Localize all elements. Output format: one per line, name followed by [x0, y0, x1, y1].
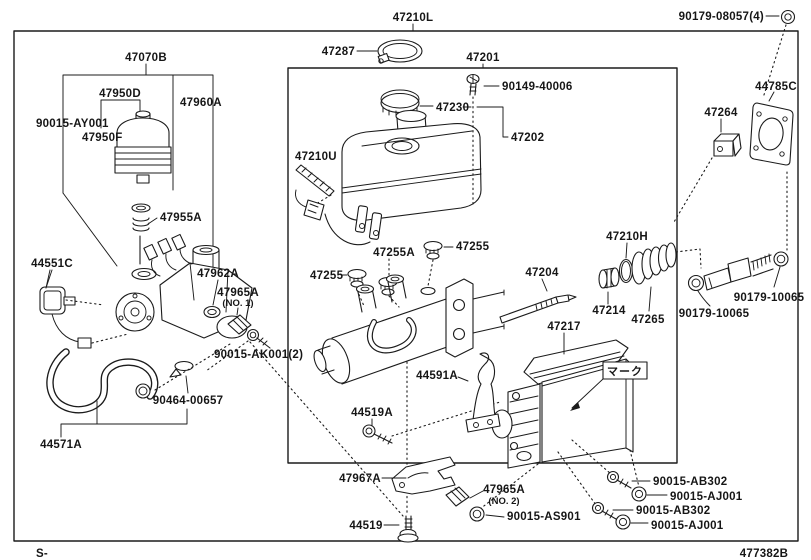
label-44551C: 44551C [31, 258, 73, 270]
mount-bolt-1 [606, 470, 651, 489]
label-47255-right: 47255 [456, 241, 490, 253]
oil-pressure-switch-no2 [445, 486, 484, 507]
oil-pressure-switch-no1 [227, 307, 252, 335]
label-90015-AY001: 90015-AY001 [36, 118, 109, 130]
connector-47264 [673, 118, 742, 223]
seal-47214 [598, 267, 620, 305]
reservoir-leaders [419, 105, 509, 138]
label-90015-AK001: 90015-AK001(2) [214, 349, 303, 361]
label-47965A-no1-sub: (NO. 1) [222, 298, 253, 309]
label-47965A-no2: 47965A [483, 484, 525, 496]
label-47955A: 47955A [160, 212, 202, 224]
gasket-44785C [749, 91, 794, 166]
bolt-44519 [383, 515, 419, 543]
bolt-90015-AK001 [205, 328, 271, 372]
bleeder-screws [340, 240, 454, 308]
bolt-44519A [362, 418, 393, 445]
label-47255-left: 47255 [310, 270, 344, 282]
label-47264: 47264 [704, 107, 738, 119]
nut-90015-AS901 [469, 506, 505, 522]
bracket-47967A [381, 456, 456, 495]
sheet-prefix: S- [36, 548, 48, 560]
mark-callout: マーク [570, 361, 648, 411]
label-47210L: 47210L [393, 12, 434, 24]
hose-44571A [46, 343, 231, 438]
label-44785C: 44785C [755, 81, 797, 93]
label-44571A: 44571A [40, 439, 82, 451]
level-switch-wire [295, 189, 383, 246]
label-47202: 47202 [511, 132, 544, 144]
pump-assembly [115, 233, 253, 339]
label-47230: 47230 [436, 102, 469, 114]
adjuster-rod [687, 171, 789, 307]
label-47965A-no2-sub: (NO. 2) [488, 496, 519, 507]
clamp-90464 [169, 360, 194, 394]
label-90015-AS901: 90015-AS901 [507, 511, 581, 523]
label-90179-10065-left: 90179-10065 [679, 308, 750, 320]
label-47210U: 47210U [295, 151, 337, 163]
label-47210H: 47210H [606, 231, 648, 243]
misc-leaders [45, 23, 500, 289]
label-90015-AB302-2: 90015-AB302 [636, 505, 710, 517]
label-47214: 47214 [592, 305, 626, 317]
figure-code: 477382B [740, 548, 788, 560]
label-44519A: 44519A [351, 407, 393, 419]
label-47070B: 47070B [125, 52, 167, 64]
harness-44551C [39, 269, 129, 349]
label-47201: 47201 [466, 52, 500, 64]
label-47265: 47265 [631, 314, 665, 326]
mark-box-label: マーク [607, 365, 643, 378]
main-inner-box [287, 67, 678, 464]
master-cylinder [313, 274, 505, 385]
label-90179-08057: 90179-08057(4) [679, 11, 764, 23]
label-47967A: 47967A [339, 473, 381, 485]
mount-bolt-2 [591, 501, 634, 520]
tube-47210U [295, 164, 335, 205]
label-90464-00657: 90464-00657 [153, 395, 224, 407]
screw-90149-40006 [466, 73, 480, 206]
label-90179-10065-right: 90179-10065 [734, 292, 805, 304]
brake-actuator-47217 [479, 332, 640, 510]
label-47965A-no1: 47965A [217, 287, 259, 299]
label-44519: 44519 [349, 520, 382, 532]
label-47204: 47204 [525, 267, 559, 279]
reservoir-47202 [341, 89, 482, 221]
label-90015-AJ001-1: 90015-AJ001 [670, 491, 743, 503]
label-47287: 47287 [322, 46, 355, 58]
label-90149-40006: 90149-40006 [502, 81, 573, 93]
clamp-ring-47287 [356, 39, 423, 64]
push-rod-47204 [499, 278, 577, 324]
label-47962A: 47962A [197, 268, 239, 280]
label-47255A: 47255A [373, 247, 415, 259]
label-47950D: 47950D [99, 88, 141, 100]
label-44591A: 44591A [416, 370, 458, 382]
label-90015-AB302-1: 90015-AB302 [653, 476, 727, 488]
mount-nut-1 [631, 486, 668, 502]
label-47960A: 47960A [180, 97, 222, 109]
accumulator-canister [114, 110, 172, 281]
grommet-47962A [203, 279, 221, 319]
label-47217: 47217 [547, 321, 580, 333]
bracket-44591A [457, 352, 501, 433]
label-47950F: 47950F [82, 132, 123, 144]
mount-nut-2 [615, 514, 649, 530]
label-90015-AJ001-2: 90015-AJ001 [651, 520, 724, 532]
nut-90179-08057 [762, 9, 796, 99]
boot-47265 [631, 242, 702, 312]
